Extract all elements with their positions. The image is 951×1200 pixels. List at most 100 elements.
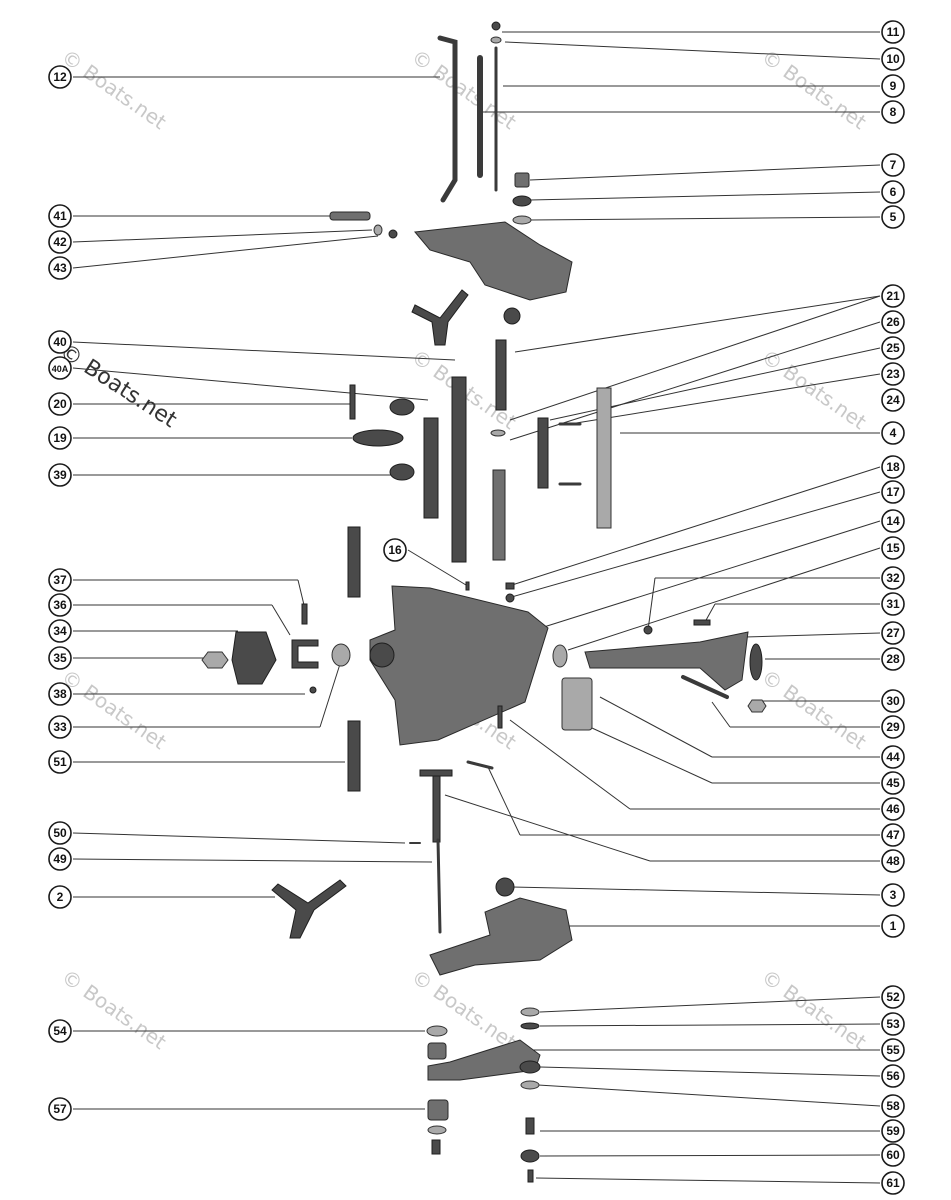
svg-text:29: 29 [886, 720, 900, 734]
svg-text:55: 55 [886, 1043, 900, 1057]
callout-44: 44 [881, 745, 905, 769]
part-47-spring [466, 760, 494, 770]
part-36-clip [291, 639, 319, 669]
callout-34: 34 [48, 619, 72, 643]
part-43-nut [388, 229, 398, 239]
part-1-bracket [429, 897, 573, 976]
part-22-shaft [492, 469, 506, 561]
callout-52: 52 [881, 985, 905, 1009]
svg-text:38: 38 [53, 687, 67, 701]
callouts-left: 12 41 42 43 40 40A 20 19 39 16 37 36 34 … [48, 65, 407, 1121]
callout-54: 54 [48, 1019, 72, 1043]
callout-26: 26 [881, 310, 905, 334]
part-29-bolt [681, 675, 729, 699]
part-58-washer [520, 1080, 540, 1090]
callout-56: 56 [881, 1064, 905, 1088]
part-12-rod [437, 35, 458, 203]
svg-text:11: 11 [887, 25, 900, 39]
part-23-tube [537, 417, 549, 489]
callout-11: 11 [881, 20, 905, 44]
part-46-pin [497, 705, 503, 729]
part-44-sleeve [561, 677, 593, 731]
callout-7: 7 [881, 153, 905, 177]
part-57-bushing [427, 1099, 449, 1121]
part-59-screw [525, 1117, 535, 1135]
callout-47: 47 [881, 823, 905, 847]
part-30-nut [747, 699, 767, 713]
part-34-clamp [231, 631, 277, 685]
callout-8: 8 [881, 100, 905, 124]
part-52-washer [520, 1007, 540, 1017]
svg-text:50: 50 [53, 826, 67, 840]
svg-text:51: 51 [53, 755, 67, 769]
callout-37: 37 [48, 568, 72, 592]
callout-15: 15 [881, 536, 905, 560]
watermark-tile: © Boats.net [757, 664, 871, 754]
callout-10: 10 [881, 47, 905, 71]
watermark-tile: © Boats.net [757, 344, 871, 434]
callout-1: 1 [881, 914, 905, 938]
part-bushing-left [427, 1042, 447, 1060]
part-56-bushing [519, 1060, 541, 1074]
part-41-bolt [329, 211, 371, 221]
watermark-tile: © Boats.net [407, 44, 521, 134]
svg-text:52: 52 [886, 990, 900, 1004]
callout-46: 46 [881, 797, 905, 821]
part-60-cap [520, 1149, 540, 1163]
watermark-tile: © Boats.net [757, 964, 871, 1054]
swivel-bracket [369, 585, 549, 746]
part-42-washer [373, 224, 383, 236]
svg-text:42: 42 [53, 235, 67, 249]
callout-49: 49 [48, 847, 72, 871]
svg-text:19: 19 [53, 431, 67, 445]
svg-text:27: 27 [886, 626, 900, 640]
leader-lines-right [444, 31, 881, 1184]
callout-38: 38 [48, 682, 72, 706]
part-washer-left [427, 1125, 447, 1135]
callout-35: 35 [48, 646, 72, 670]
callout-2: 2 [48, 885, 72, 909]
part-19-spring [352, 429, 404, 447]
svg-text:21: 21 [886, 289, 900, 303]
part-51-tube [347, 720, 361, 792]
callout-39: 39 [48, 463, 72, 487]
part-40a-tube [423, 417, 439, 519]
callout-19: 19 [48, 426, 72, 450]
watermark-tile: © Boats.net [57, 664, 171, 754]
part-25-spindle [495, 339, 507, 411]
svg-text:12: 12 [53, 70, 67, 84]
part-5-washer [512, 215, 532, 225]
svg-text:10: 10 [886, 52, 900, 66]
part-2-handle [271, 879, 347, 939]
callout-17: 17 [881, 480, 905, 504]
callout-33: 33 [48, 715, 72, 739]
svg-text:61: 61 [886, 1176, 900, 1190]
part-61-screw [527, 1169, 534, 1183]
callout-42: 42 [48, 230, 72, 254]
part-21-cap [503, 307, 521, 325]
svg-text:44: 44 [886, 750, 900, 764]
part-48-head [419, 769, 453, 777]
part-37-bolt [301, 603, 308, 625]
part-35-nut [201, 651, 229, 669]
part-t-handle-upper [411, 289, 469, 346]
svg-text:26: 26 [886, 315, 900, 329]
callout-21: 21 [881, 284, 905, 308]
callout-60: 60 [881, 1143, 905, 1167]
svg-text:58: 58 [886, 1099, 900, 1113]
svg-text:9: 9 [890, 79, 897, 93]
callout-43: 43 [48, 256, 72, 280]
callouts-right: 11 10 9 8 7 6 5 21 26 25 23 24 4 18 17 1… [881, 20, 905, 1195]
svg-text:4: 4 [890, 426, 897, 440]
svg-text:2: 2 [57, 890, 64, 904]
leader-lines-left [72, 76, 467, 1110]
svg-text:47: 47 [886, 828, 900, 842]
callout-40: 40 [48, 330, 72, 354]
svg-text:36: 36 [53, 598, 67, 612]
callout-27: 27 [881, 621, 905, 645]
callout-55: 55 [881, 1038, 905, 1062]
part-48-shank [432, 775, 441, 843]
part-16-pin [465, 581, 470, 591]
svg-text:6: 6 [890, 185, 897, 199]
svg-text:8: 8 [890, 105, 897, 119]
